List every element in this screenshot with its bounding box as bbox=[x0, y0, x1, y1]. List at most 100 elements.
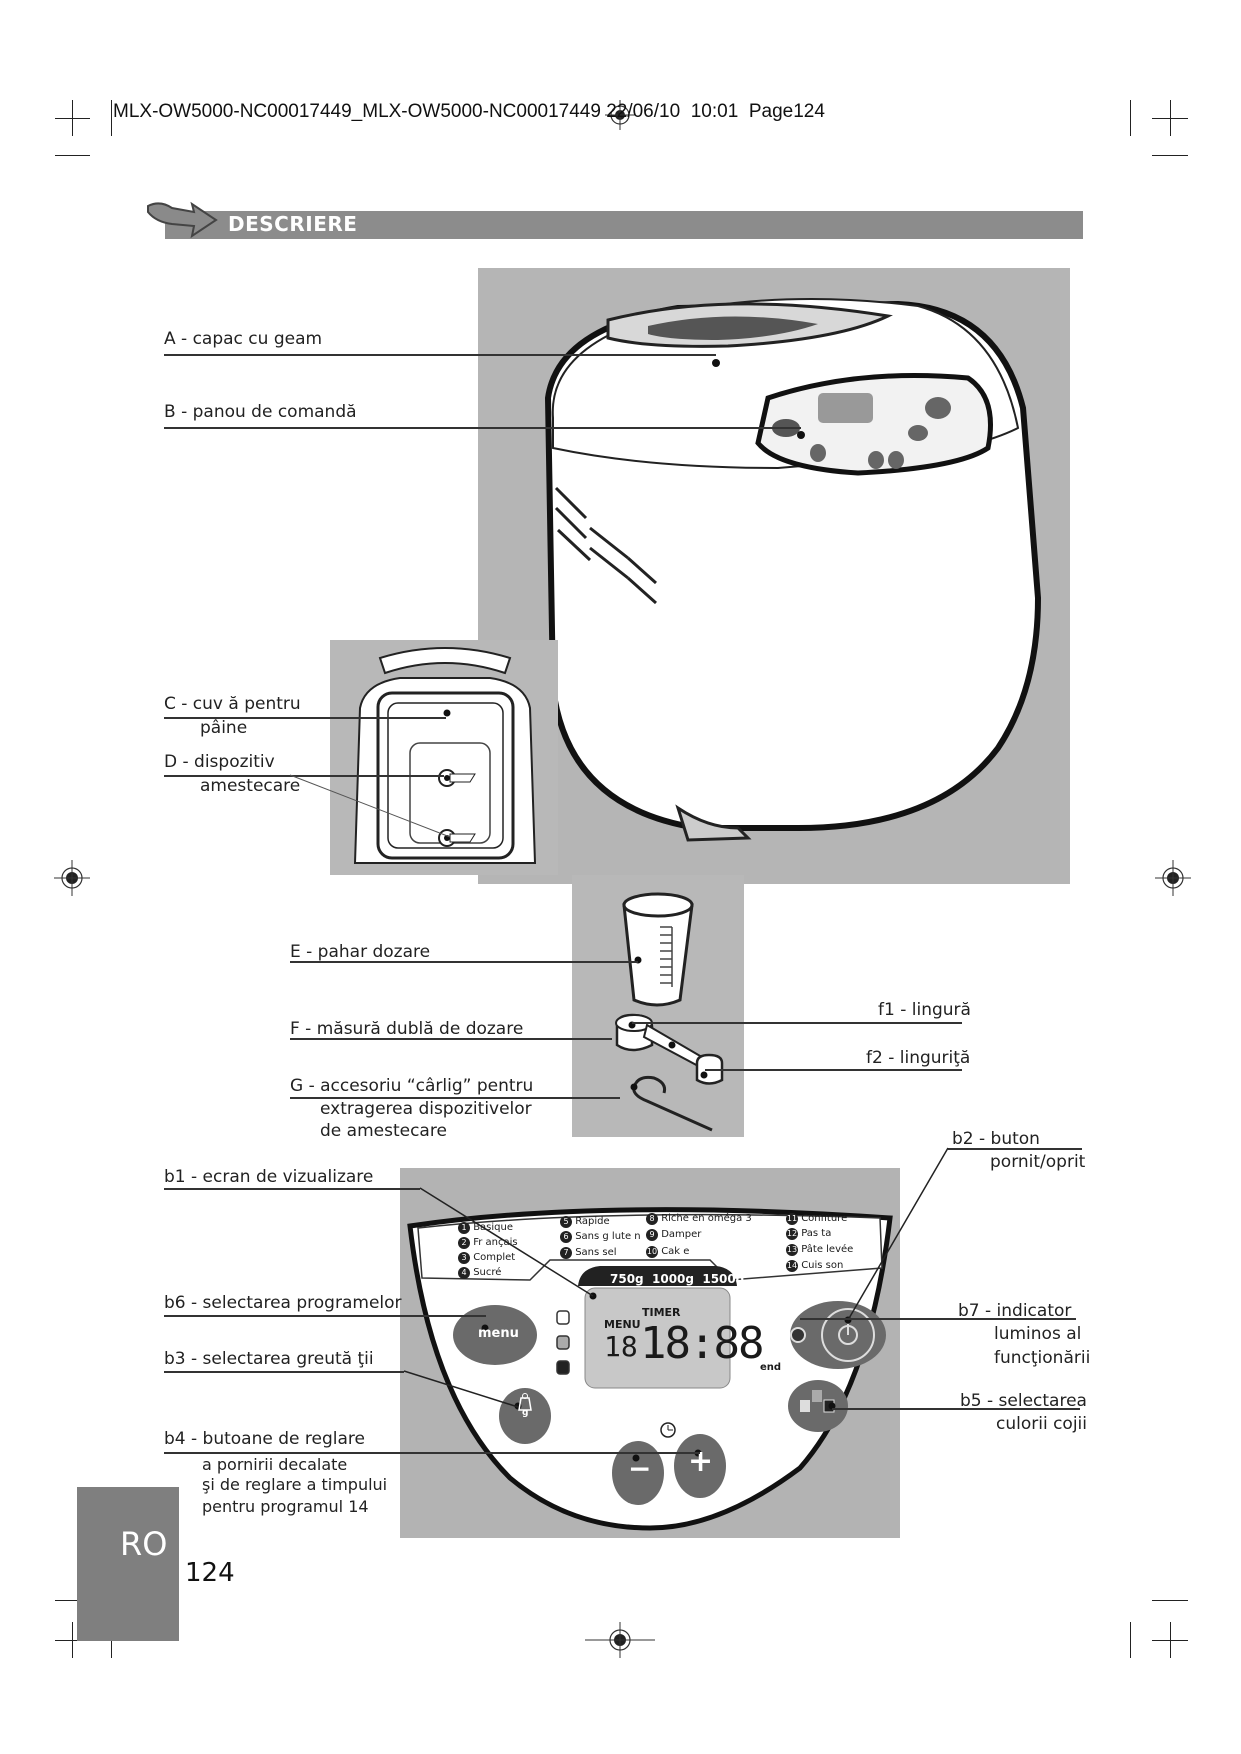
leader-line bbox=[290, 1097, 620, 1099]
lcd-timer-label: TIMER bbox=[642, 1306, 681, 1319]
arrow-icon bbox=[147, 201, 218, 239]
weight-option: 1000g bbox=[652, 1272, 694, 1286]
program-name: Rapide bbox=[575, 1216, 610, 1227]
program-name: Cak e bbox=[661, 1246, 690, 1257]
label-g-cont-2: de amestecare bbox=[320, 1121, 447, 1141]
minus-button[interactable]: − bbox=[628, 1452, 652, 1485]
language-code: RO bbox=[120, 1525, 168, 1563]
program-name: Pas ta bbox=[801, 1228, 832, 1239]
label-c: C - cuv ă pentru bbox=[164, 694, 301, 714]
label-b5-cont: culorii cojii bbox=[996, 1414, 1088, 1434]
leader-line bbox=[632, 1022, 962, 1024]
crop-mark bbox=[55, 1600, 90, 1601]
label-f2: f2 - linguriţă bbox=[866, 1048, 971, 1068]
leader-line bbox=[164, 775, 444, 777]
label-f1: f1 - lingură bbox=[878, 1000, 971, 1020]
lcd-time-digits: 18:88 bbox=[640, 1318, 764, 1369]
crop-mark bbox=[72, 100, 73, 136]
lcd-menu-digits: 18 bbox=[604, 1330, 638, 1363]
program-item: 9 Damper bbox=[646, 1229, 701, 1241]
page-number: 124 bbox=[185, 1558, 235, 1588]
label-a: A - capac cu geam bbox=[164, 329, 323, 349]
leader-line bbox=[164, 1188, 420, 1190]
label-e: E - pahar dozare bbox=[290, 942, 431, 962]
program-name: Confiture bbox=[801, 1213, 848, 1224]
label-g: G - accesoriu “cârlig” pentru bbox=[290, 1076, 534, 1096]
program-number: 5 bbox=[560, 1216, 572, 1228]
menu-button[interactable]: menu bbox=[478, 1326, 519, 1341]
program-item: 13 Pâte levée bbox=[786, 1244, 853, 1256]
leader-line bbox=[800, 1318, 1076, 1320]
program-item: 14 Cuis son bbox=[786, 1260, 843, 1272]
label-b4-cont-1: a pornirii decalate bbox=[202, 1455, 348, 1474]
weight-unit: g bbox=[522, 1408, 529, 1418]
program-item: 10 Cak e bbox=[646, 1246, 689, 1258]
label-f: F - măsură dublă de dozare bbox=[290, 1019, 524, 1039]
registration-mark-right bbox=[1155, 860, 1191, 896]
program-number: 9 bbox=[646, 1229, 658, 1241]
label-g-cont-1: extragerea dispozitivelor bbox=[320, 1099, 532, 1119]
label-d-cont: amestecare bbox=[200, 776, 301, 796]
program-item: 1 Basique bbox=[458, 1222, 513, 1234]
program-item: 12 Pas ta bbox=[786, 1228, 831, 1240]
leader-line bbox=[832, 1408, 1080, 1410]
leader-line-diagonal bbox=[289, 774, 451, 838]
program-name: Fr ançais bbox=[473, 1237, 518, 1248]
program-number: 4 bbox=[458, 1267, 470, 1279]
leader-line bbox=[164, 717, 446, 719]
program-item: 4 Sucré bbox=[458, 1267, 501, 1279]
registration-mark-left bbox=[54, 860, 90, 896]
weight-option: 750g bbox=[610, 1272, 644, 1286]
label-c-cont: pâine bbox=[200, 718, 248, 738]
program-name: Cuis son bbox=[801, 1260, 844, 1271]
program-number: 14 bbox=[786, 1260, 798, 1272]
crop-mark bbox=[111, 100, 112, 136]
program-name: Sucré bbox=[473, 1267, 502, 1278]
lcd-menu-label: MENU bbox=[604, 1318, 641, 1331]
plus-button[interactable]: + bbox=[688, 1444, 714, 1479]
crop-mark bbox=[1130, 100, 1131, 136]
label-d: D - dispozitiv bbox=[164, 752, 275, 772]
leader-line bbox=[290, 1038, 612, 1040]
program-number: 12 bbox=[786, 1228, 798, 1240]
leader-line bbox=[164, 354, 716, 356]
program-number: 6 bbox=[560, 1231, 572, 1243]
crop-mark bbox=[1130, 1622, 1131, 1658]
crop-mark bbox=[1170, 1622, 1171, 1658]
leader-line bbox=[164, 1452, 700, 1454]
bread-maker-illustration bbox=[544, 297, 1042, 842]
label-b6: b6 - selectarea programelor bbox=[164, 1293, 402, 1313]
label-b4: b4 - butoane de reglare bbox=[164, 1429, 365, 1449]
program-number: 13 bbox=[786, 1244, 798, 1256]
program-item: 2 Fr ançais bbox=[458, 1237, 518, 1249]
program-name: Damper bbox=[661, 1229, 702, 1240]
crop-mark bbox=[55, 155, 90, 156]
program-item: 6 Sans g lute n bbox=[560, 1231, 641, 1243]
program-number: 1 bbox=[458, 1222, 470, 1234]
label-b7: b7 - indicator bbox=[958, 1301, 1072, 1321]
leader-line-diagonal bbox=[403, 1370, 519, 1408]
section-bar bbox=[165, 211, 1083, 239]
label-b: B - panou de comandă bbox=[164, 402, 357, 422]
language-tab bbox=[77, 1487, 179, 1641]
weight-options: 750g 1000g 1500g bbox=[610, 1272, 744, 1286]
leader-line bbox=[948, 1148, 1082, 1150]
section-title: DESCRIERE bbox=[228, 212, 358, 236]
bread-pan-illustration bbox=[353, 647, 537, 864]
label-b2-cont: pornit/oprit bbox=[990, 1152, 1086, 1172]
program-number: 11 bbox=[786, 1213, 798, 1225]
leader-line bbox=[164, 427, 801, 429]
crop-mark bbox=[1152, 155, 1188, 156]
crop-mark bbox=[72, 1622, 73, 1658]
weight-icon bbox=[518, 1393, 532, 1411]
program-number: 2 bbox=[458, 1237, 470, 1249]
program-number: 7 bbox=[560, 1247, 572, 1259]
label-b4-cont-2: şi de reglare a timpului bbox=[202, 1475, 388, 1494]
program-number: 8 bbox=[646, 1213, 658, 1225]
weight-button[interactable]: g bbox=[516, 1392, 534, 1420]
program-item: 3 Complet bbox=[458, 1252, 515, 1264]
lcd-end-label: end bbox=[760, 1362, 782, 1373]
registration-mark-top bbox=[605, 100, 635, 130]
program-item: 11 Confiture bbox=[786, 1213, 847, 1225]
label-b2: b2 - buton bbox=[952, 1129, 1040, 1149]
